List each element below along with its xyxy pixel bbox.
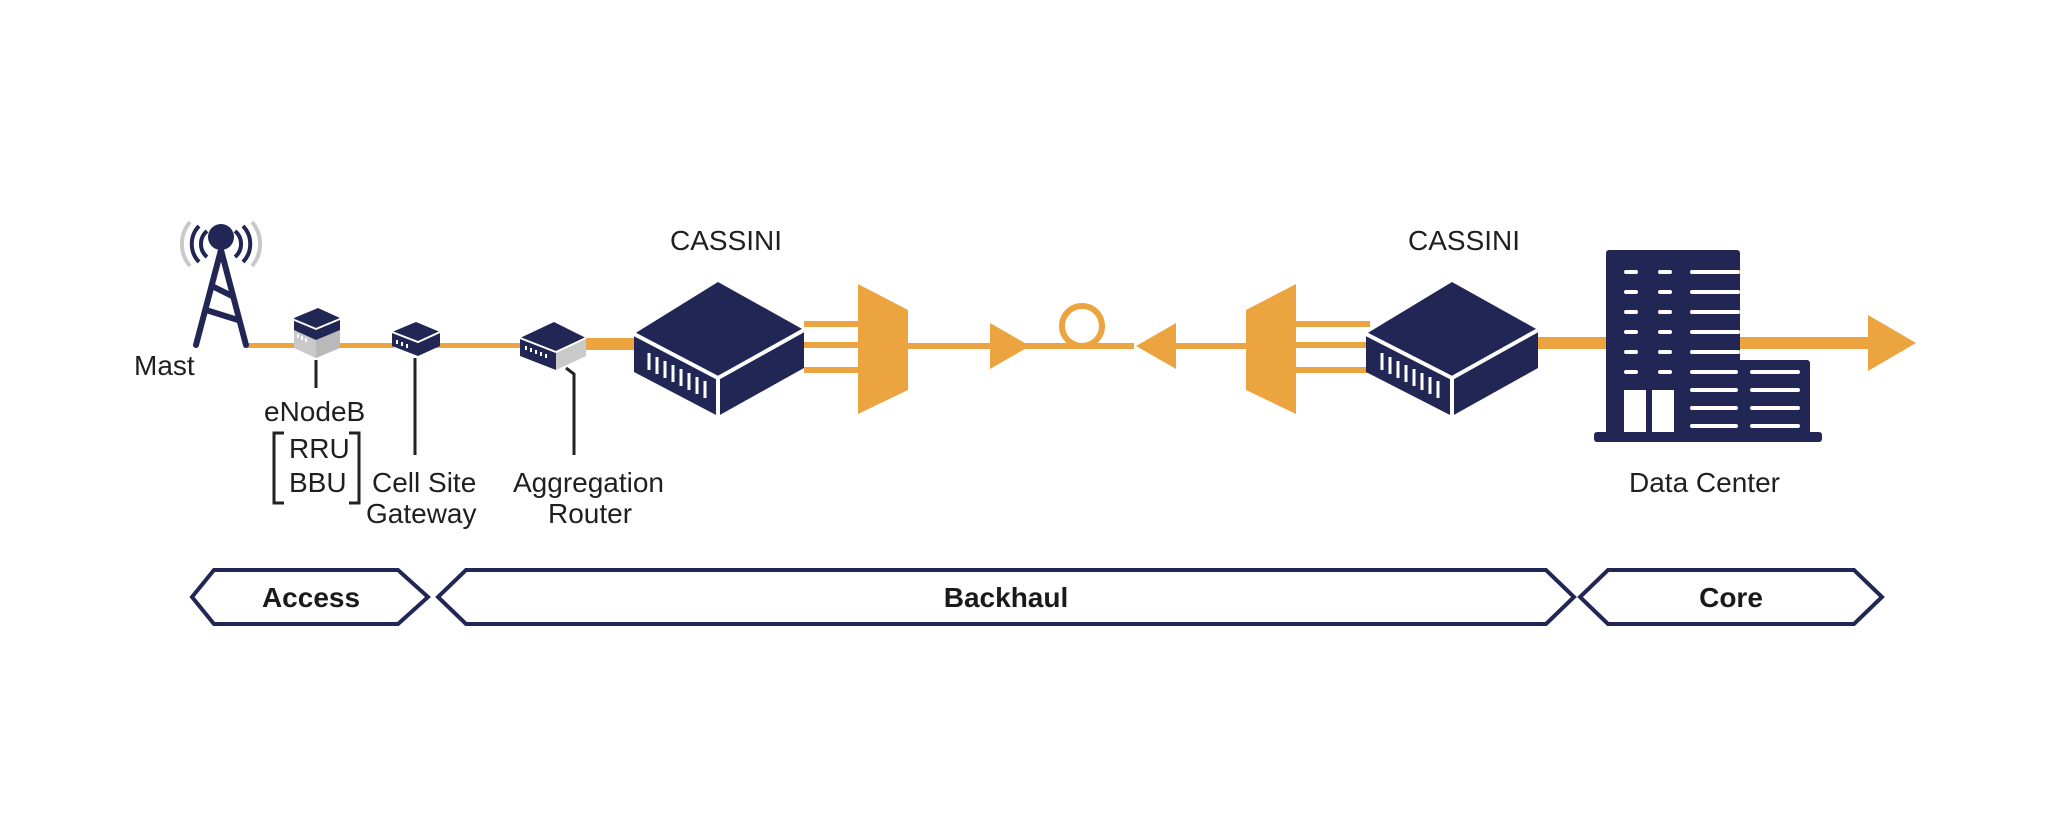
data-center-label: Data Center [1629,467,1780,498]
rru-label: RRU [289,433,350,464]
fiber-loop-icon [1059,303,1105,349]
cassini-left-label: CASSINI [670,225,782,256]
segment-core-label: Core [1699,582,1763,613]
cassini-box-icon-left [633,282,805,416]
segment-backhaul: Backhaul [435,568,1577,626]
aggregation-label-line2: Router [548,498,632,529]
segment-access-label: Access [262,582,360,613]
cassini-box-icon-right [1365,282,1539,416]
router-leader-line [565,366,576,455]
bbu-label: BBU [289,467,347,498]
antenna-mast-icon [179,220,263,348]
cell-site-label-line1: Cell Site [372,467,476,498]
segment-core: Core [1577,568,1885,626]
fiber-lanes-right [1296,321,1370,373]
segment-access: Access [189,568,431,626]
amplifier-arrow-icon-right [1136,323,1176,369]
segment-backhaul-label: Backhaul [944,582,1069,613]
fiber-lanes-left [804,321,858,373]
amplifier-arrow-icon-left [990,323,1030,369]
mux-trapezoid-icon-left [858,284,908,414]
router-device-icon [519,322,587,370]
cell-site-label-line2: Gateway [366,498,477,529]
arrow-right-icon [1868,315,1916,371]
data-center-building-icon [1594,250,1822,442]
cassini-right-label: CASSINI [1408,225,1520,256]
rru-bbu-bracket [272,431,361,505]
gateway-device-icon [391,322,441,356]
mast-label: Mast [134,350,195,381]
enodeb-device-icon [292,308,340,358]
enodeb-label: eNodeB [264,396,365,427]
aggregation-label-line1: Aggregation [513,467,664,498]
mux-trapezoid-icon-right [1246,284,1296,414]
